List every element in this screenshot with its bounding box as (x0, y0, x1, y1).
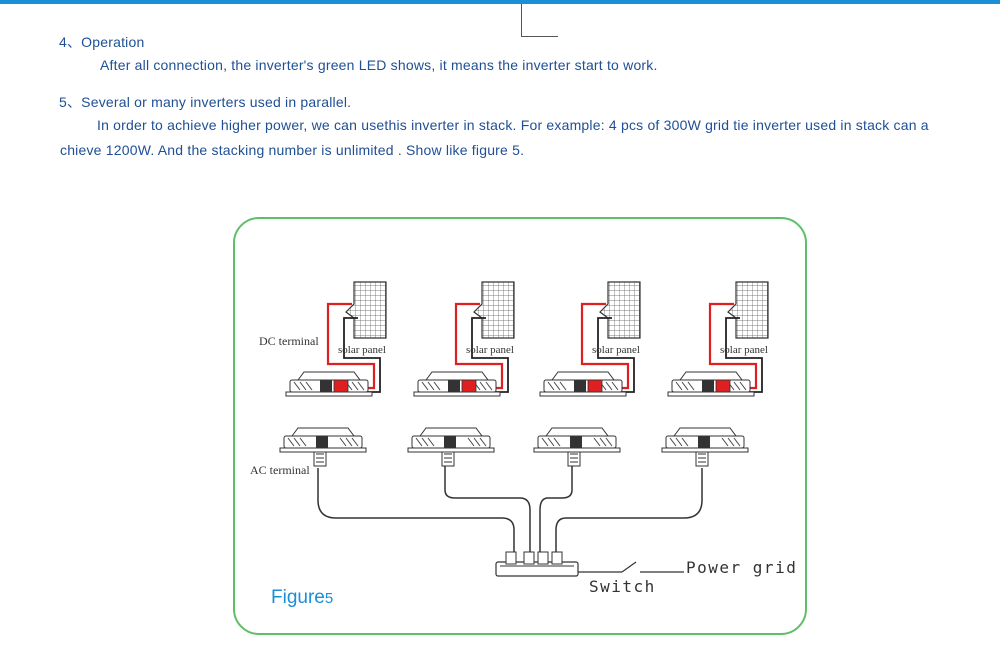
figure-caption-number: 5 (325, 590, 333, 607)
section-4-body: After all connection, the inverter's gre… (100, 57, 658, 73)
inverter-dc-side-3 (539, 371, 627, 397)
ac-plug-2 (441, 451, 455, 467)
dc-positive-wire-1 (326, 302, 376, 390)
inverter-unit-2: solar panel (407, 281, 515, 467)
solar-panel-label-3: solar panel (592, 344, 640, 356)
inverter-unit-3: solar panel (533, 281, 641, 467)
inverter-ac-side-4 (661, 427, 749, 453)
ac-cable-4 (555, 468, 703, 556)
figure-caption-text: Figure (271, 587, 325, 608)
solar-panel-label-1: solar panel (338, 344, 386, 356)
solar-panel-label-4: solar panel (720, 344, 768, 356)
ac-plug-4 (695, 451, 709, 467)
corner-mark (521, 4, 558, 37)
dc-positive-wire-2 (454, 302, 504, 390)
ac-cable-3 (539, 466, 573, 556)
solar-panel-label-2: solar panel (466, 344, 514, 356)
section-4-heading: 4、Operation (59, 34, 145, 50)
solar-panel-3 (599, 281, 641, 339)
ac-terminal-label: AC terminal (250, 463, 310, 477)
dc-negative-wire-3 (597, 317, 635, 393)
section-5-heading: 5、Several or many inverters used in para… (59, 94, 352, 110)
switch-symbol (578, 561, 684, 573)
inverter-ac-side-2 (407, 427, 495, 453)
dc-positive-wire-4 (708, 302, 758, 390)
dc-negative-wire-4 (725, 317, 763, 393)
ac-plug-1 (313, 451, 327, 467)
inverter-dc-side-4 (667, 371, 755, 397)
inverter-dc-side-1 (285, 371, 373, 397)
solar-panel-2 (473, 281, 515, 339)
section-5-body-line-1: In order to achieve higher power, we can… (97, 117, 929, 133)
solar-panel-4 (727, 281, 769, 339)
switch-label: Switch (589, 577, 656, 596)
figure-frame (233, 217, 807, 635)
dc-negative-wire-1 (343, 317, 381, 393)
inverter-unit-1: solar panel (279, 281, 387, 467)
ac-cable-1 (317, 468, 515, 556)
ac-plug-3 (567, 451, 581, 467)
inverter-unit-4: solar panel (661, 281, 769, 467)
inverter-dc-side-2 (413, 371, 501, 397)
inverter-ac-side-1 (279, 427, 367, 453)
junction-box (495, 551, 579, 577)
solar-panel-1 (345, 281, 387, 339)
power-grid-label: Power grid (686, 558, 797, 577)
figure-caption: Figure5 (271, 587, 333, 608)
dc-positive-wire-3 (580, 302, 630, 390)
dc-negative-wire-2 (471, 317, 509, 393)
section-5-body-line-2: chieve 1200W. And the stacking number is… (60, 142, 525, 158)
inverter-ac-side-3 (533, 427, 621, 453)
ac-cable-2 (444, 466, 531, 556)
top-rule (0, 0, 1000, 4)
dc-terminal-label: DC terminal (259, 334, 319, 348)
